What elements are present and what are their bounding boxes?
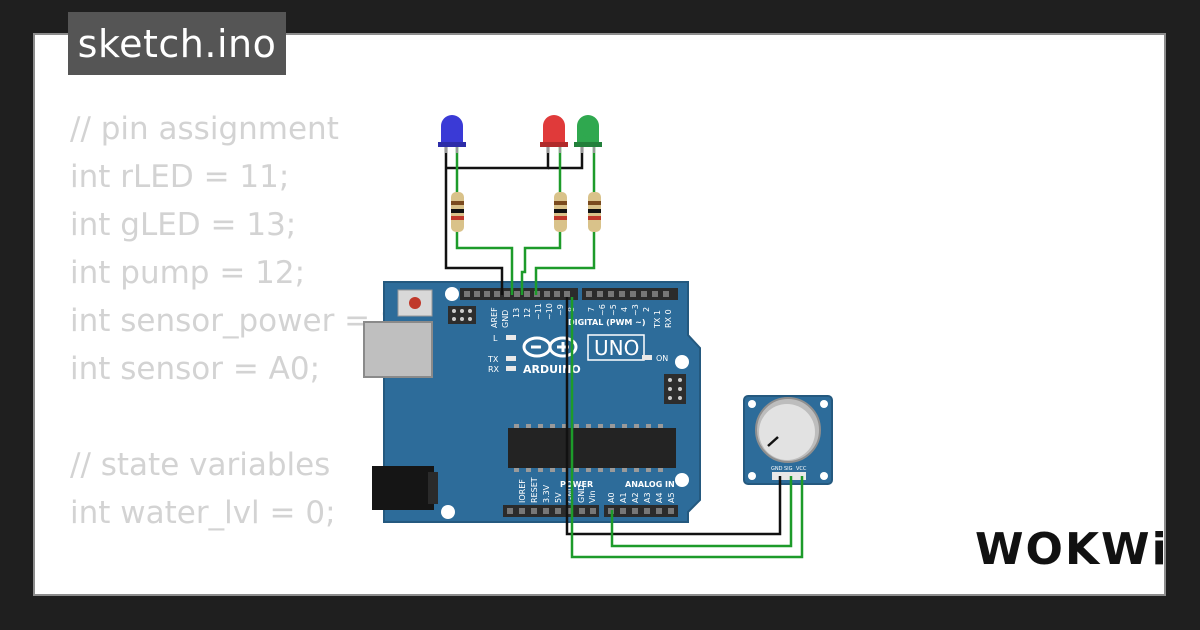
pin-label: 12 bbox=[523, 308, 532, 318]
potentiometer-module[interactable]: GND SIG VCC bbox=[743, 395, 833, 485]
l-label: L bbox=[493, 334, 498, 343]
pin-label: A5 bbox=[667, 492, 676, 503]
pin-label: ~9 bbox=[556, 304, 565, 316]
on-label: ON bbox=[656, 354, 668, 363]
led-red[interactable] bbox=[540, 115, 568, 153]
pin-label: A3 bbox=[643, 492, 652, 503]
pin-label: SIG bbox=[784, 466, 793, 472]
pin-label: A4 bbox=[655, 492, 664, 503]
file-tab-label: sketch.ino bbox=[77, 21, 277, 66]
pin-label: A1 bbox=[619, 492, 628, 503]
rx-label: RX bbox=[488, 365, 500, 374]
resistor[interactable] bbox=[588, 192, 601, 232]
pin-label: 4 bbox=[620, 307, 629, 312]
power-label: POWER bbox=[560, 480, 593, 489]
code-line: int rLED = 11; bbox=[70, 159, 290, 195]
pin-label: 7 bbox=[587, 307, 596, 312]
file-tab[interactable]: sketch.ino bbox=[68, 12, 286, 75]
pin-label: GND bbox=[771, 466, 783, 472]
pin-label: ~10 bbox=[545, 303, 554, 320]
pin-label: 3.3V bbox=[542, 484, 551, 503]
code-preview: // pin assignment int rLED = 11; int gLED … bbox=[70, 105, 419, 594]
pin-label: 5V bbox=[554, 492, 563, 503]
power-jack bbox=[372, 466, 434, 510]
pin-label: AREF bbox=[490, 307, 499, 328]
arduino-uno-board[interactable]: AREF GND 13 12 ~11 ~10 ~9 8 7 ~6 ~5 4 ~3… bbox=[363, 281, 701, 523]
led-blue[interactable] bbox=[438, 115, 466, 153]
pin-label: GND bbox=[566, 485, 575, 503]
code-line: int sensor = A0; bbox=[70, 351, 321, 387]
pin-label: IOREF bbox=[518, 479, 527, 503]
green-wires[interactable] bbox=[455, 147, 804, 559]
pin-label: 13 bbox=[512, 308, 521, 318]
pin-label: RX 0 bbox=[664, 309, 673, 328]
wokwi-logo: WOKWi bbox=[975, 524, 1169, 575]
code-line: // state variables bbox=[70, 447, 331, 483]
tx-label: TX bbox=[487, 355, 499, 364]
pin-label: ~5 bbox=[609, 304, 618, 316]
code-line: // pin assignment bbox=[70, 111, 339, 147]
resistor[interactable] bbox=[554, 192, 567, 232]
power-header bbox=[503, 505, 599, 517]
pin-label: ~6 bbox=[598, 304, 607, 316]
code-line: int water_lvl = 0; bbox=[70, 495, 336, 531]
pin-label: 2 bbox=[642, 307, 651, 312]
pin-label: TX 1 bbox=[653, 310, 662, 329]
code-line: int gLED = 13; bbox=[70, 207, 297, 243]
pin-label: A0 bbox=[607, 492, 616, 503]
pin-label: RESET bbox=[530, 477, 539, 503]
led-green[interactable] bbox=[574, 115, 602, 153]
analog-header bbox=[604, 505, 678, 517]
pin-label: GND bbox=[501, 310, 510, 328]
code-line: bool pump_on = false; bbox=[70, 585, 419, 594]
pin-label: ~3 bbox=[631, 304, 640, 316]
pin-label: ~11 bbox=[534, 303, 543, 320]
pin-label: GND bbox=[577, 485, 586, 503]
arduino-logo-icon bbox=[522, 336, 578, 358]
pin-label: Vin bbox=[588, 490, 597, 503]
microcontroller-chip bbox=[508, 428, 676, 468]
code-line: int sensor_power = 8; bbox=[70, 303, 411, 339]
pin-label: A2 bbox=[631, 492, 640, 503]
code-line: int pump = 12; bbox=[70, 255, 306, 291]
digital-header-label: DIGITAL (PWM ~) bbox=[568, 318, 646, 327]
uno-label: UNO bbox=[594, 336, 639, 360]
black-wires[interactable] bbox=[444, 147, 782, 536]
resistor[interactable] bbox=[451, 192, 464, 232]
usb-port bbox=[363, 321, 433, 378]
analog-in-label: ANALOG IN bbox=[625, 480, 675, 489]
pin-label: VCC bbox=[796, 466, 807, 472]
